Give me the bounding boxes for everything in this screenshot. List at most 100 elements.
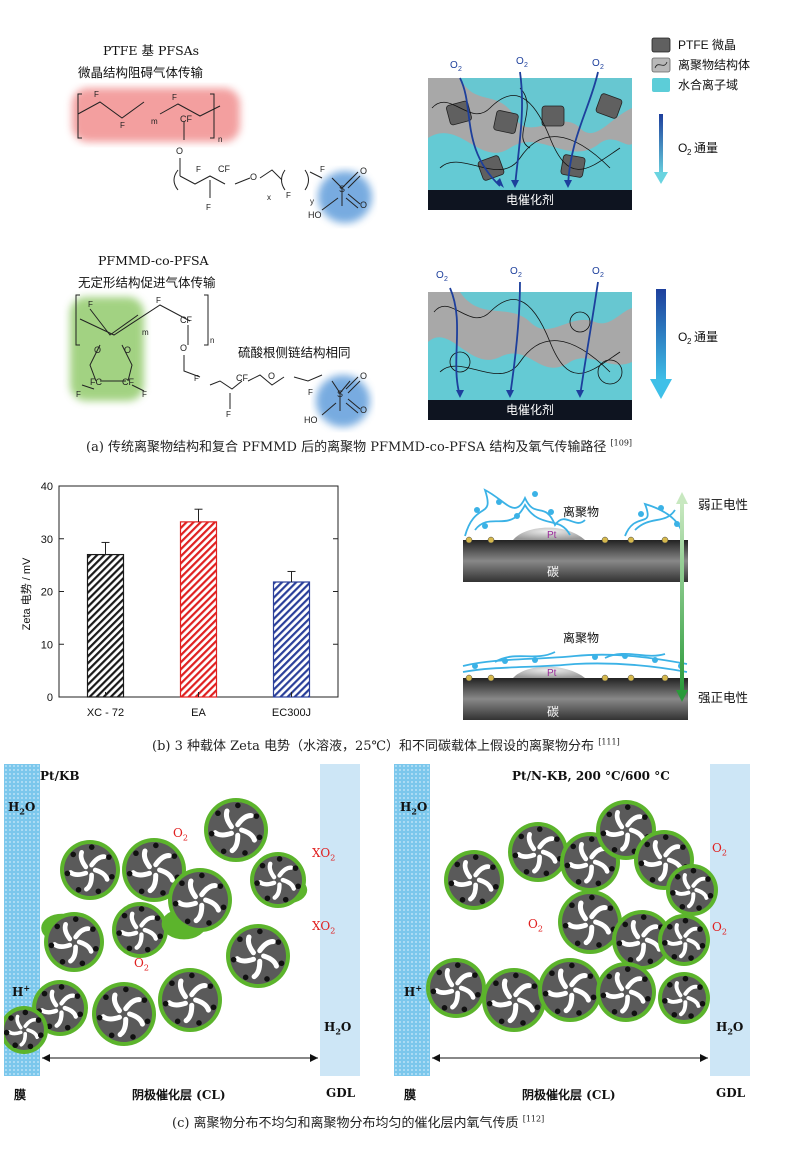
bar <box>179 521 218 698</box>
label-m: m <box>151 117 158 126</box>
bar <box>86 553 125 698</box>
label-o: O <box>176 146 183 156</box>
carbon-particle <box>4 1006 48 1054</box>
left-panel-title: Pt/KB <box>40 769 80 783</box>
label-cf: CF <box>180 114 192 124</box>
pfmmd-oxygen-transport-schematic: O 2 O 2 O 2 电催化剂 <box>428 266 632 420</box>
label-f2: F <box>194 374 199 383</box>
label-o: O <box>94 345 101 355</box>
label-ho: HO <box>304 415 318 425</box>
water-domain-swatch <box>652 78 670 92</box>
backbone-highlight <box>72 88 240 142</box>
ptfe-pfsa-subtitle: 微晶结构阻碍气体传输 <box>78 65 204 80</box>
carbon-particle <box>658 972 710 1024</box>
flux-o2-label: O <box>678 141 687 155</box>
carbon-support <box>463 540 688 582</box>
label-f2: F <box>88 300 93 309</box>
h2o-gdl-label: H2O <box>324 1020 352 1037</box>
ptfe-crystal-swatch <box>651 37 671 53</box>
membrane <box>394 764 430 1076</box>
h2o-membrane-label: H2O <box>8 800 36 817</box>
o2-label: O <box>516 56 524 67</box>
strong-positive-label: 强正电性 <box>698 690 749 705</box>
carbon-particle <box>226 924 290 988</box>
o2-label: O <box>450 60 458 71</box>
carbon-particle <box>161 868 232 940</box>
o2-blocked-label: XO2 <box>312 846 336 863</box>
catalyst-layer <box>428 400 632 420</box>
x-tick-label: EC300J <box>272 707 311 719</box>
carbon-particle <box>92 982 156 1046</box>
label-o: O <box>124 345 131 355</box>
bar <box>272 581 311 698</box>
catalyst-label: 电催化剂 <box>506 402 554 417</box>
flux-label: 通量 <box>694 141 718 155</box>
water-domain <box>460 78 632 134</box>
o2-label: O <box>592 58 600 69</box>
o2-label: O2 <box>528 917 543 934</box>
proton-label: H+ <box>404 983 423 999</box>
carbon-particle <box>41 912 104 972</box>
label-f2: F <box>172 93 177 102</box>
label-f3: F <box>206 203 211 212</box>
pt-label: Pt <box>547 668 557 679</box>
caption-b-ref: [111] <box>598 737 620 747</box>
label-cf: CF <box>218 164 230 174</box>
y-tick-label: 40 <box>41 481 53 493</box>
flux-o2-sub: 2 <box>687 337 692 346</box>
h2o-gdl-label: H2O <box>716 1020 744 1037</box>
carbon-particle <box>558 890 622 954</box>
caption-c-text: (c) 离聚物分布不均匀和离聚物分布均匀的催化层内氧气传质 <box>172 1116 519 1131</box>
label-f2: F <box>120 121 125 130</box>
catalyst-label: 电催化剂 <box>506 192 554 207</box>
label-n: n <box>210 336 214 345</box>
carbon-particle <box>482 968 546 1032</box>
pfmmd-title: PFMMD-co-PFSA <box>98 253 209 268</box>
gdl-label: GDL <box>716 1086 746 1100</box>
carbon-particle <box>158 968 222 1032</box>
caption-c-ref: [112] <box>522 1114 545 1124</box>
membrane-label: 膜 <box>404 1088 417 1102</box>
carbon-particle <box>426 958 486 1018</box>
schematic-legend: PTFE 微晶 离聚物结构体 水合离子域 <box>651 37 750 92</box>
caption-c: (c) 离聚物分布不均匀和离聚物分布均匀的催化层内氧气传质 [112] <box>172 1112 544 1131</box>
o2-label-sub: 2 <box>518 272 522 279</box>
label-cf: CF <box>236 373 248 383</box>
label-fc: FC <box>90 377 102 387</box>
gdl <box>710 764 750 1076</box>
flux-o2-sub: 2 <box>687 148 692 157</box>
label-x: x <box>267 193 271 202</box>
ionomer-label: 离聚物 <box>563 504 599 519</box>
label-f2: F <box>320 165 325 174</box>
label-y: y <box>310 197 314 206</box>
y-axis-label: Zeta 电势 / mV <box>20 557 33 630</box>
label-f2: F <box>308 388 313 397</box>
o2-blocked-label: XO2 <box>312 919 336 936</box>
pfmmd-structure: F F CF m n O O O FC CF F F F CF F O F S … <box>70 294 370 427</box>
sulfonate-highlight <box>318 171 372 223</box>
legend-ptfe-label: PTFE 微晶 <box>678 38 736 52</box>
catalyst-layer-uniform <box>394 764 750 1076</box>
label-s: S <box>337 389 343 399</box>
o2-label-sub: 2 <box>444 276 448 283</box>
flux-arrow-weak: O 2 通量 <box>654 114 718 184</box>
legend-water-label: 水合离子域 <box>678 77 738 92</box>
pt-label: Pt <box>547 530 557 541</box>
y-tick-label: 0 <box>47 692 53 704</box>
cathode-cl-label: 阴极催化层 (CL) <box>132 1088 226 1102</box>
flux-label: 通量 <box>694 330 718 344</box>
y-tick-label: 20 <box>41 587 53 599</box>
y-tick-label: 30 <box>41 534 53 546</box>
ionomer-distribution-schematic: 离聚物 Pt 碳 离聚物 Pt 碳 <box>462 488 688 720</box>
label-ho: HO <box>308 210 322 220</box>
membrane-label: 膜 <box>14 1088 27 1102</box>
y-tick-label: 10 <box>41 639 53 651</box>
label-o: O <box>360 371 367 381</box>
gdl-label: GDL <box>326 1086 356 1100</box>
legend-ionomer-label: 离聚物结构体 <box>678 57 750 72</box>
caption-a: (a) 传统离聚物结构和复合 PFMMD 后的离聚物 PFMMD-co-PFSA… <box>86 436 632 455</box>
right-panel-title: Pt/N-KB, 200 °C/600 °C <box>512 769 670 783</box>
label-o: O <box>360 200 367 210</box>
sulfonate-highlight <box>316 375 370 427</box>
